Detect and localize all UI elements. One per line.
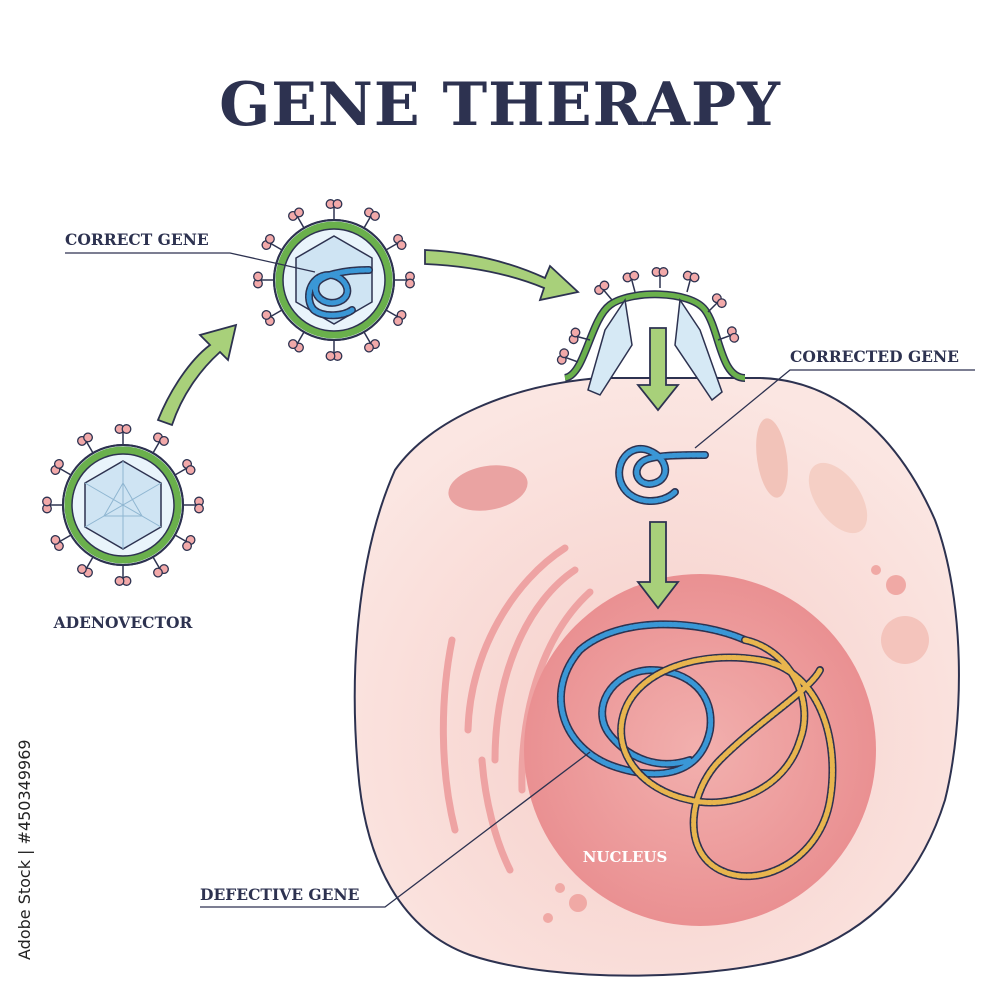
label-defective-gene: DEFECTIVE GENE	[200, 885, 360, 904]
vesicle	[555, 883, 565, 893]
arrow-1	[156, 323, 238, 427]
organelle	[881, 616, 929, 664]
nucleus-dna	[556, 620, 837, 881]
vesicle	[871, 565, 881, 575]
stock-id: Adobe Stock | #450349969	[15, 739, 34, 960]
vector-with-correct-gene	[252, 198, 416, 362]
label-correct-gene-group: CORRECT GENE	[65, 230, 316, 273]
corrected-gene-coil	[615, 445, 709, 506]
vesicle	[886, 575, 906, 595]
vesicle	[569, 894, 587, 912]
page-title: GENE THERAPY	[219, 70, 781, 140]
arrow-3	[636, 327, 680, 412]
adenovector-virus	[41, 423, 205, 587]
virus-entering-cell	[555, 266, 746, 402]
label-corrected-gene: CORRECTED GENE	[790, 347, 959, 366]
cell: NUCLEUS	[353, 377, 960, 977]
defective-strand	[618, 637, 835, 879]
correct-gene-coil	[305, 266, 373, 320]
organelle	[448, 465, 528, 511]
process-arrows	[156, 249, 680, 610]
vesicle	[543, 913, 553, 923]
label-defective-gene-group: DEFECTIVE GENE	[200, 751, 591, 908]
organelle	[808, 462, 868, 534]
label-adenovector: ADENOVECTOR	[53, 613, 193, 632]
arrow-2	[424, 249, 580, 302]
endoplasmic-reticulum	[439, 544, 594, 874]
label-correct-gene: CORRECT GENE	[65, 230, 209, 249]
label-corrected-gene-group: CORRECTED GENE	[694, 347, 975, 449]
arrow-4	[636, 521, 680, 610]
corrected-strand	[558, 621, 748, 777]
organelle	[756, 418, 788, 498]
nucleus-label: NUCLEUS	[583, 848, 668, 866]
